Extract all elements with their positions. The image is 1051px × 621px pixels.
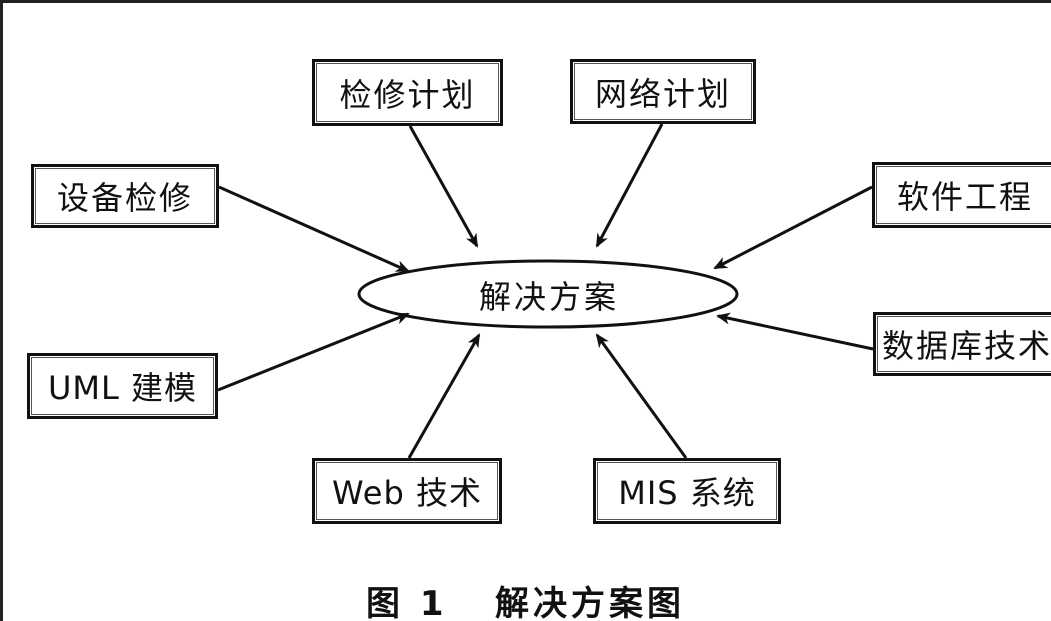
node-shebei-jianxiu: 设备检修 <box>31 164 219 228</box>
center-ellipse <box>357 259 739 329</box>
node-jianxiu-jihua: 检修计划 <box>312 59 503 126</box>
arrow-web-to-center <box>407 333 481 459</box>
arrow-shujuku-to-center <box>716 312 874 351</box>
arrow-shebei-to-center <box>218 185 410 273</box>
node-shujuku-jishu: 数据库技术 <box>873 312 1051 376</box>
arrow-wangluo-to-center <box>595 123 664 248</box>
center-node-label: 解决方案 <box>478 278 619 316</box>
arrow-ruanjian-to-center <box>713 185 873 270</box>
figure-caption: 图 1 解决方案图 <box>365 584 685 621</box>
frame-top-border <box>0 0 1051 3</box>
frame-left-border <box>0 0 3 621</box>
arrow-mis-to-center <box>595 333 688 459</box>
node-uml-jianmo: UML 建模 <box>27 353 218 419</box>
arrow-uml-to-center <box>217 312 410 392</box>
node-wangluo-jihua: 网络计划 <box>570 59 756 124</box>
node-ruanjian-gongcheng: 软件工程 <box>872 162 1051 228</box>
node-web-jishu: Web 技术 <box>312 458 502 524</box>
node-mis-xitong: MIS 系统 <box>593 458 781 524</box>
arrow-jianxiu-to-center <box>408 125 479 248</box>
